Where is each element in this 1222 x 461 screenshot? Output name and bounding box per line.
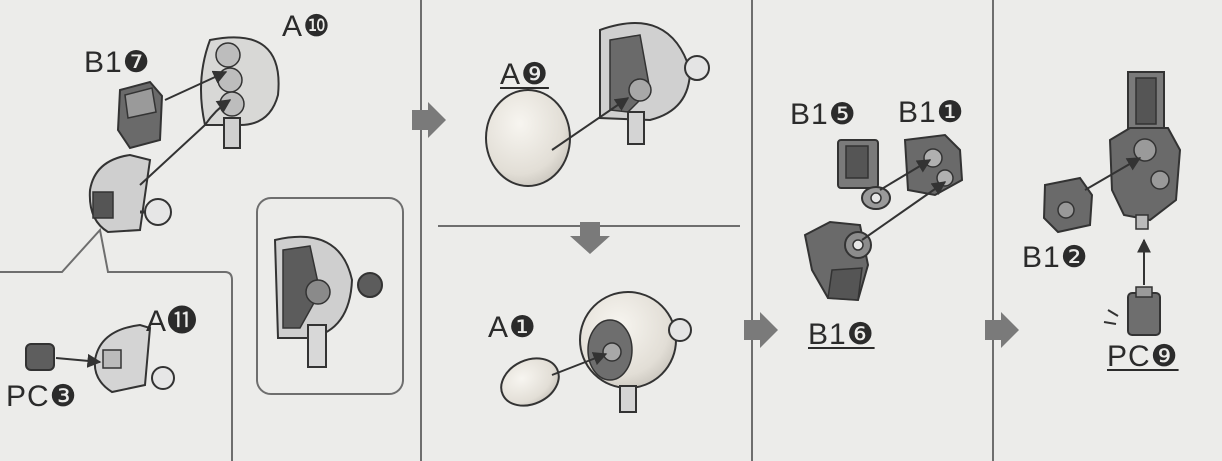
label-pc-9: PC❾ bbox=[1107, 340, 1179, 373]
part-a-10 bbox=[200, 36, 280, 149]
part-b1-5 bbox=[837, 139, 891, 210]
arrow-b1-5 bbox=[879, 159, 932, 191]
arrow-a-9 bbox=[551, 97, 630, 151]
part-torso-frame bbox=[1108, 71, 1182, 230]
part-assembled-half-top bbox=[599, 22, 710, 145]
part-a-1 bbox=[500, 357, 560, 407]
part-a-9 bbox=[485, 89, 571, 187]
arrow-pc-3 bbox=[55, 353, 102, 368]
step-arrow-down bbox=[570, 222, 610, 254]
part-sphere-assembled bbox=[579, 291, 692, 413]
label-b1-7: B1❼ bbox=[84, 46, 151, 79]
arrow-a-1 bbox=[551, 352, 608, 376]
label-a-10: A❿ bbox=[282, 10, 331, 43]
part-b1-7 bbox=[116, 80, 164, 150]
step-arrow-1 bbox=[412, 102, 446, 138]
label-b1-2: B1❷ bbox=[1022, 241, 1089, 274]
step-arrow-2 bbox=[744, 312, 778, 348]
label-b1-6: B1❻ bbox=[808, 318, 875, 351]
inset-assembled-part bbox=[273, 235, 383, 368]
hint-marks bbox=[1103, 309, 1119, 325]
arrow-b1-6 bbox=[861, 181, 947, 241]
label-pc-3: PC❸ bbox=[6, 380, 78, 413]
step-arrow-3 bbox=[985, 312, 1019, 348]
part-pc-9 bbox=[1127, 286, 1161, 336]
part-b1-2 bbox=[1042, 176, 1094, 234]
label-a-1: A❶ bbox=[488, 311, 537, 344]
label-a-9: A❾ bbox=[500, 58, 549, 91]
label-b1-5: B1❺ bbox=[790, 98, 857, 131]
part-pc-3 bbox=[25, 343, 55, 371]
arrow-b1-7 bbox=[164, 70, 228, 101]
label-b1-1: B1❶ bbox=[898, 96, 965, 129]
part-b1-1 bbox=[903, 133, 964, 197]
label-a-11: A⓫ bbox=[146, 305, 199, 338]
arrow-joint bbox=[139, 99, 232, 186]
callout-outline bbox=[0, 227, 233, 461]
part-b1-6 bbox=[803, 220, 872, 302]
part-joint-assembly bbox=[88, 153, 172, 234]
part-a-11 bbox=[93, 323, 175, 394]
arrow-b1-2 bbox=[1084, 157, 1142, 191]
